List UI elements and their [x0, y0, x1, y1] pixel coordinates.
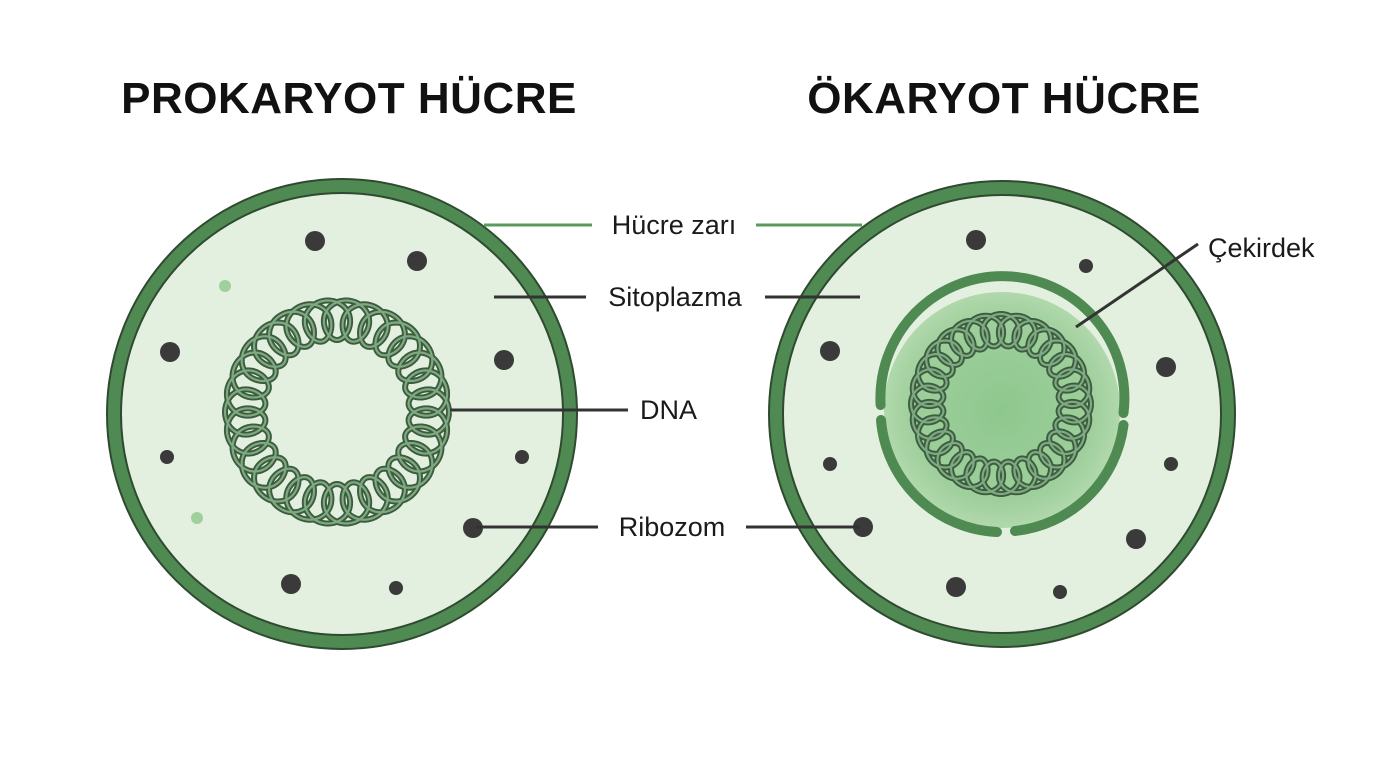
prokaryote-dna-coil: [222, 297, 452, 527]
ribosome: [463, 518, 483, 538]
nuclear-envelope-lower-right: [1010, 420, 1129, 536]
label-dna: DNA: [640, 395, 697, 425]
prokaryote-membrane-outer-edge: [106, 178, 578, 650]
ribosome: [281, 574, 301, 594]
vesicle-dot: [191, 512, 203, 524]
ribosome: [946, 577, 966, 597]
ribosome: [1126, 529, 1146, 549]
ribosome: [160, 450, 174, 464]
ribosome: [823, 457, 837, 471]
ribosome: [407, 251, 427, 271]
label-ribosome: Ribozom: [619, 512, 726, 542]
nuclear-envelope-main: [875, 271, 1130, 418]
label-cytoplasm: Sitoplazma: [608, 282, 743, 312]
leader-nucleus: [1075, 242, 1199, 329]
prokaryote-membrane-inner-edge: [120, 192, 564, 636]
labels: Hücre zarı Sitoplazma DNA Ribozom Çekird…: [608, 210, 1315, 542]
eukaryote-cell: [768, 180, 1236, 648]
eukaryote-membrane-outer-edge: [768, 180, 1236, 648]
prokaryote-cell: [106, 178, 578, 650]
prokaryote-cell-membrane: [107, 179, 577, 649]
label-nucleus: Çekirdek: [1208, 233, 1315, 263]
dna-strand-highlight: [909, 312, 1093, 496]
ribosome: [853, 517, 873, 537]
eukaryote-membrane-inner-edge: [782, 194, 1222, 634]
eukaryote-title: ÖKARYOT HÜCRE: [807, 74, 1201, 123]
ribosome: [1156, 357, 1176, 377]
prokaryote-ribosomes: [160, 231, 529, 595]
dna-strand-highlight: [223, 299, 451, 525]
ribosome: [515, 450, 529, 464]
prokaryote-title: PROKARYOT HÜCRE: [121, 74, 577, 123]
eukaryote-dna-coil: [908, 311, 1094, 497]
ribosome: [966, 230, 986, 250]
ribosome: [494, 350, 514, 370]
nucleus: [875, 271, 1130, 537]
leader-lines: [450, 223, 1199, 529]
label-cell-membrane: Hücre zarı: [612, 210, 737, 240]
ribosome: [160, 342, 180, 362]
ribosome: [1164, 457, 1178, 471]
eukaryote-ribosomes: [820, 230, 1178, 599]
ribosome: [305, 231, 325, 251]
ribosome: [1053, 585, 1067, 599]
ribosome: [1079, 259, 1093, 273]
nuclear-envelope-lower-left: [876, 415, 1002, 537]
ribosome: [389, 581, 403, 595]
ribosome: [820, 341, 840, 361]
vesicle-dot: [219, 280, 231, 292]
